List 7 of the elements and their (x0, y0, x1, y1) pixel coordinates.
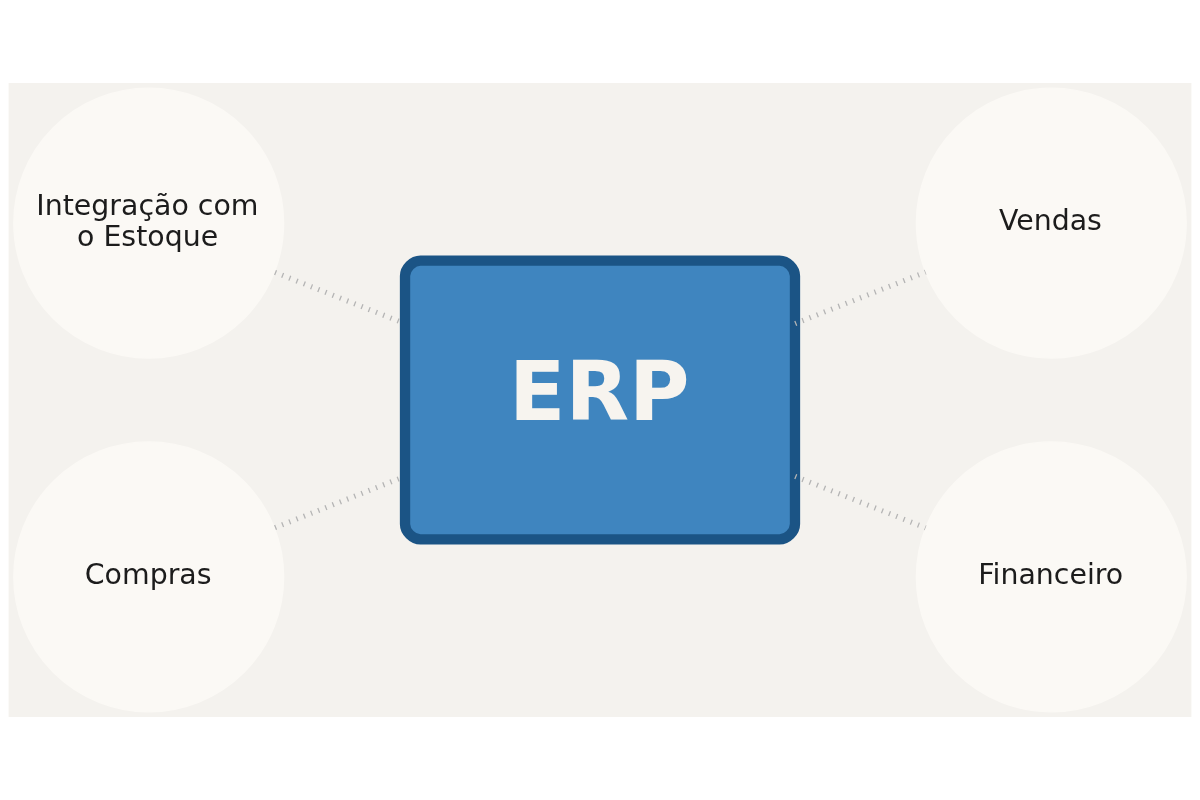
node-circle: Vendas (915, 87, 1187, 359)
node-circle: Financeiro (915, 441, 1187, 713)
connector (794, 269, 927, 326)
node-circle: Integração com o Estoque (13, 87, 285, 359)
node-box: ERP (399, 255, 801, 545)
connector (794, 474, 927, 531)
node-circle: Compras (13, 441, 285, 713)
